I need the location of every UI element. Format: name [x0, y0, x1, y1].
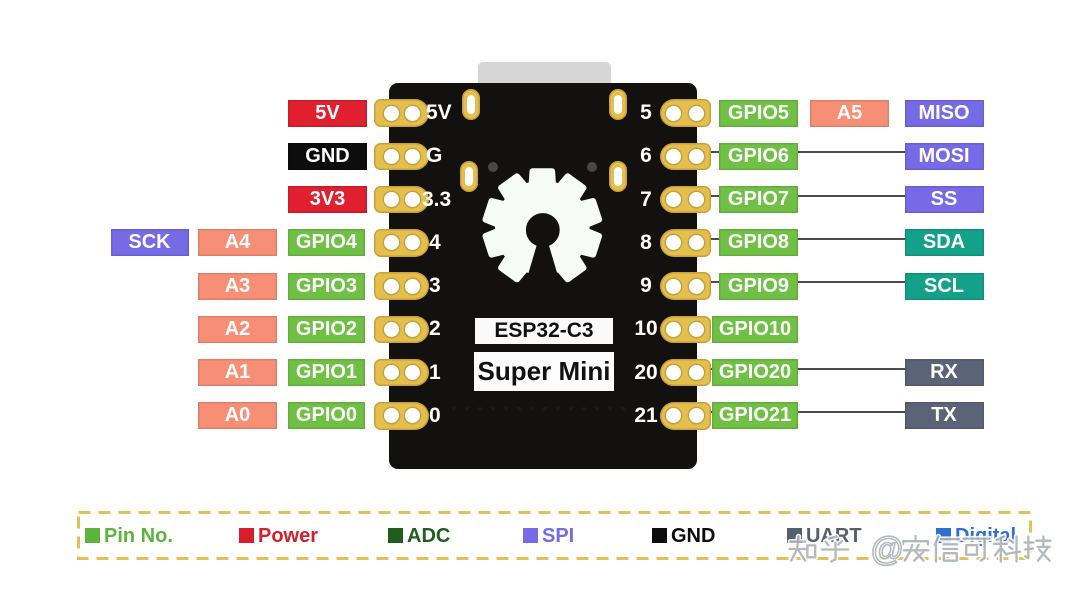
svg-text:@: @ — [871, 530, 903, 567]
svg-text:@: @ — [871, 530, 903, 567]
